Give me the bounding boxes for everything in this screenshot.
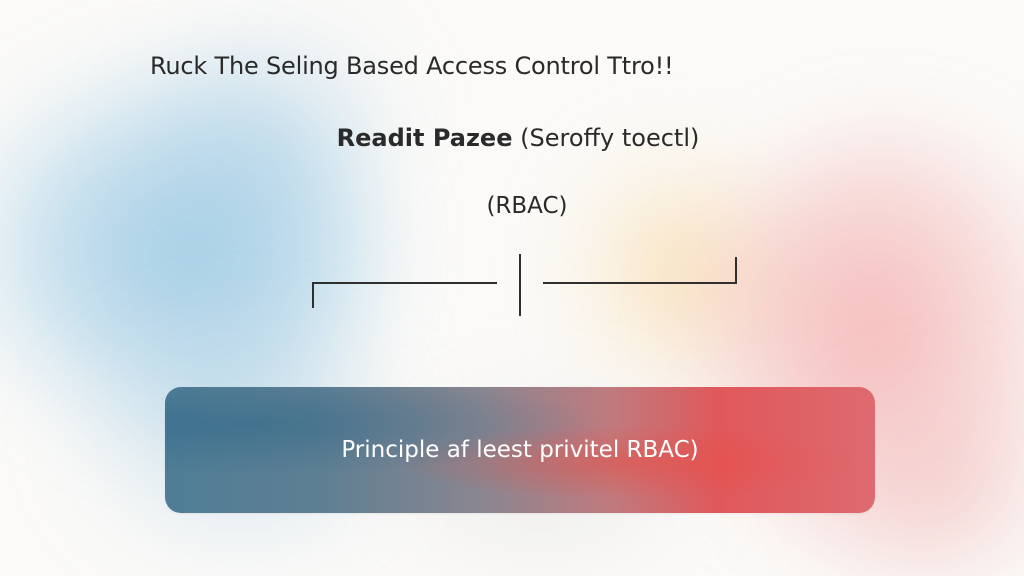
banner-watercolor-shade xyxy=(165,387,875,513)
slide-subtitle: Readit Pazee (Seroffy toectl) xyxy=(0,124,1024,152)
slide-title: Ruck The Seling Based Access Control Ttr… xyxy=(150,52,674,80)
acronym-label: (RBAC) xyxy=(486,193,568,219)
banner-text: Principle af leest privitel RBAC) xyxy=(341,437,699,463)
watercolor-blue xyxy=(0,60,380,440)
bracket-right-arm xyxy=(543,257,737,284)
bracket-left-arm xyxy=(312,282,497,308)
subtitle-bold: Readit Pazee xyxy=(336,124,513,152)
principle-banner: Principle af leest privitel RBAC) xyxy=(165,387,875,513)
subtitle-rest: (Seroffy toectl) xyxy=(512,124,700,152)
